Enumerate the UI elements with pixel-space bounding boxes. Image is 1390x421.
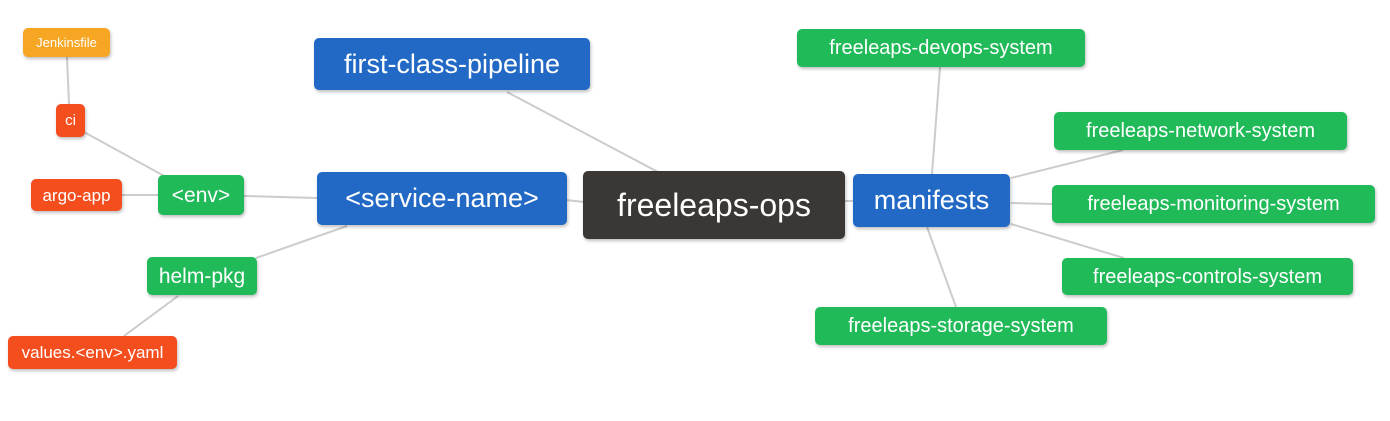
edge-manifests-network	[1010, 149, 1124, 179]
edge-manifests-controls	[1010, 223, 1125, 259]
node-values-env-yaml[interactable]: values.<env>.yaml	[8, 336, 177, 369]
node-helm-pkg[interactable]: helm-pkg	[147, 257, 257, 295]
edge-env-service-name	[243, 195, 318, 199]
node-freeleaps-devops-system[interactable]: freeleaps-devops-system	[797, 29, 1085, 67]
node-freeleaps-storage-system[interactable]: freeleaps-storage-system	[815, 307, 1107, 345]
node-freeleaps-ops[interactable]: freeleaps-ops	[583, 171, 845, 239]
node-service-name[interactable]: <service-name>	[317, 172, 567, 225]
node-freeleaps-monitoring-system[interactable]: freeleaps-monitoring-system	[1052, 185, 1375, 223]
node-env[interactable]: <env>	[158, 175, 244, 215]
edge-manifests-monitoring	[1010, 202, 1053, 205]
node-manifests[interactable]: manifests	[853, 174, 1010, 227]
edge-helm-pkg-service-name	[255, 225, 348, 259]
node-freeleaps-network-system[interactable]: freeleaps-network-system	[1054, 112, 1347, 150]
node-ci[interactable]: ci	[56, 104, 85, 137]
edge-manifests-storage	[926, 226, 957, 308]
edge-manifests-devops	[931, 66, 941, 175]
edge-service-freeleaps-ops	[565, 199, 585, 203]
node-argo-app[interactable]: argo-app	[31, 179, 122, 211]
edge-pipeline-freeleaps-ops	[506, 91, 659, 173]
node-freeleaps-controls-system[interactable]: freeleaps-controls-system	[1062, 258, 1353, 295]
edge-values-helm-pkg	[123, 295, 179, 337]
edge-ci-env	[83, 131, 167, 178]
edge-jenkinsfile-ci	[66, 56, 70, 105]
node-first-class-pipeline[interactable]: first-class-pipeline	[314, 38, 590, 90]
node-jenkinsfile[interactable]: Jenkinsfile	[23, 28, 110, 57]
